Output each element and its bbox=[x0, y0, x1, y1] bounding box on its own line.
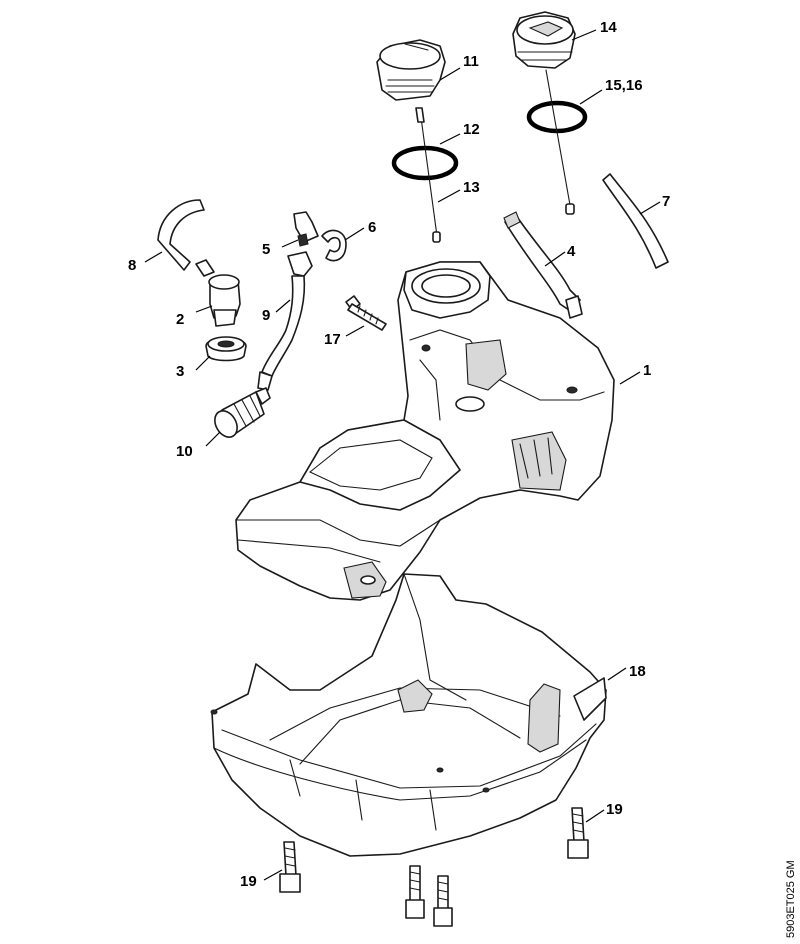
callout-6: 6 bbox=[368, 219, 376, 236]
part-12-o-ring bbox=[391, 145, 459, 181]
part-14-cap bbox=[512, 11, 576, 69]
callout-7: 7 bbox=[662, 193, 670, 210]
callout-3: 3 bbox=[176, 363, 184, 380]
callout-18: 18 bbox=[629, 663, 646, 680]
part-5-fitting bbox=[293, 211, 319, 247]
part-9-fuel-line bbox=[257, 251, 313, 391]
callout-17: 17 bbox=[324, 331, 341, 348]
part-11-fuel-cap bbox=[376, 39, 446, 101]
part-19-screw-mid1 bbox=[405, 865, 425, 919]
callout-14: 14 bbox=[600, 19, 617, 36]
part-1-fuel-tank bbox=[235, 261, 615, 601]
part-19-screw-left bbox=[279, 841, 301, 893]
callout-1: 1 bbox=[643, 362, 651, 379]
leader-lines bbox=[144, 29, 661, 881]
part-8-hose bbox=[157, 199, 205, 271]
callout-9: 9 bbox=[262, 307, 270, 324]
callout-13: 13 bbox=[463, 179, 480, 196]
callout-2: 2 bbox=[176, 311, 184, 328]
part-19-screw-mid2 bbox=[433, 875, 453, 927]
callout-8: 8 bbox=[128, 257, 136, 274]
part-4-elbow-hose bbox=[503, 211, 583, 319]
callout-19-left: 19 bbox=[240, 873, 257, 890]
part-2-valve bbox=[195, 259, 241, 327]
callout-4: 4 bbox=[567, 243, 576, 260]
part-19-screw-right bbox=[567, 807, 589, 859]
part-18-shroud bbox=[210, 573, 607, 857]
part-6-clip bbox=[321, 229, 347, 262]
part-17-screw bbox=[345, 295, 387, 331]
callout-10: 10 bbox=[176, 443, 193, 460]
drawing-code: 5903ET025 GM bbox=[785, 860, 797, 938]
callout-5: 5 bbox=[262, 241, 270, 258]
callout-12: 12 bbox=[463, 121, 480, 138]
part-7-hose bbox=[602, 173, 669, 269]
part-10-fuel-filter bbox=[214, 387, 271, 438]
callout-15-16: 15,16 bbox=[605, 77, 643, 94]
callout-11: 11 bbox=[463, 53, 479, 70]
part-15-16-ring-cord bbox=[526, 69, 588, 215]
part-13-retainer bbox=[415, 107, 441, 243]
callout-19-right: 19 bbox=[606, 801, 623, 818]
part-3-grommet bbox=[205, 336, 247, 362]
